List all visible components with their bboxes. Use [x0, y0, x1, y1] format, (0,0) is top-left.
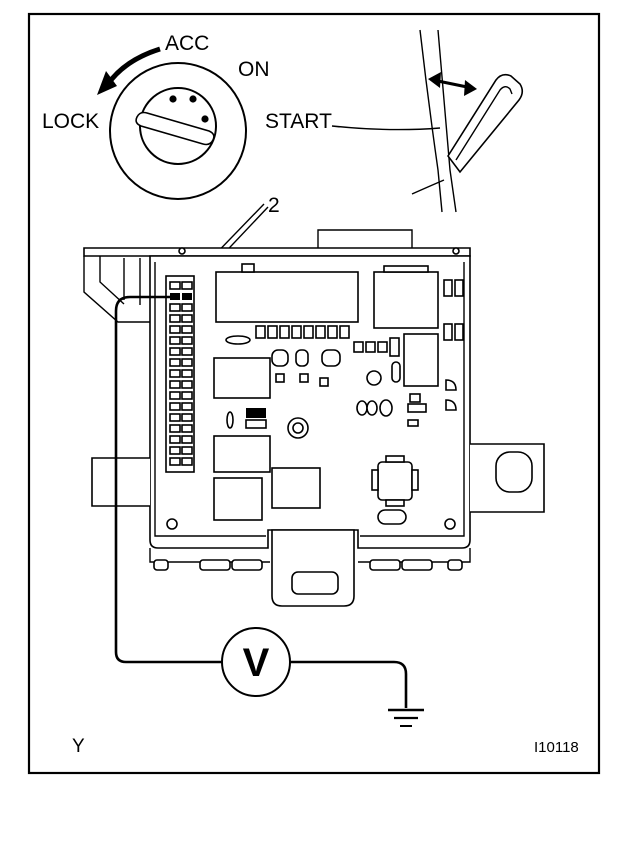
position-dot-2: [189, 95, 197, 103]
callout-label: 2: [268, 194, 280, 217]
key-slot: [135, 111, 215, 146]
test-wire-ground: [290, 660, 408, 708]
label-start: START: [265, 110, 332, 133]
start-leader: [331, 125, 441, 131]
diagram-frame: [27, 12, 601, 775]
ic-chip: [377, 461, 413, 501]
position-dot-3: [201, 115, 209, 123]
control-unit: [83, 229, 545, 607]
relay-large: [215, 271, 359, 323]
figure-id: I10118: [534, 739, 579, 756]
relay-top-right: [373, 271, 439, 329]
terminal-pins: [169, 281, 193, 466]
voltmeter-symbol: V: [243, 641, 270, 685]
position-dot-1: [169, 95, 177, 103]
left-mounting-tab: [91, 457, 150, 507]
test-wire-positive: [114, 295, 222, 664]
corner-code: Y: [72, 736, 85, 757]
lever-detail: [331, 29, 524, 213]
lever-arm: [447, 73, 524, 174]
ignition-outer-ring: [109, 62, 247, 200]
ignition-switch: [97, 46, 247, 200]
left-bracket: [83, 256, 150, 323]
label-acc: ACC: [165, 32, 209, 55]
relay-mid-right: [403, 333, 439, 387]
label-lock: LOCK: [42, 110, 99, 133]
ground-icon: [388, 708, 424, 727]
label-on: ON: [238, 58, 270, 81]
key-turn-arrowhead: [97, 71, 117, 95]
